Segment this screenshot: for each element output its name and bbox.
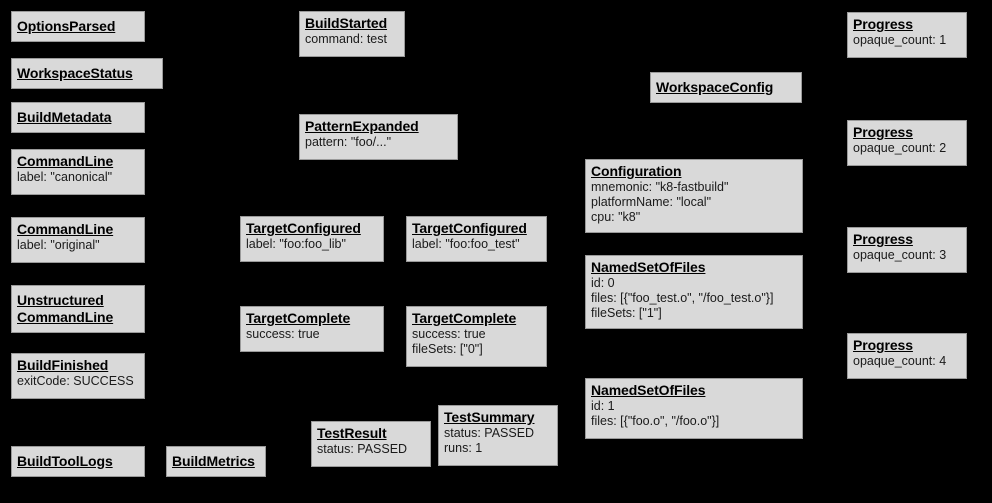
event-node-title: BuildMetrics [172,452,255,469]
event-node-field: label: "foo:foo_lib" [246,237,346,251]
event-node-title: TargetComplete [412,310,517,326]
event-node-title: BuildFinished [17,357,109,373]
event-node-title: BuildStarted [305,15,388,31]
event-node-unstructured-command-line[interactable]: Unstructured CommandLine [11,285,145,333]
event-node-options-parsed[interactable]: OptionsParsed [11,11,145,42]
event-node-workspace-config[interactable]: WorkspaceConfig [650,72,802,103]
event-node-title: BuildMetadata [17,108,112,125]
event-node-title: Progress [853,124,913,140]
event-node-title: TestSummary [444,409,535,425]
event-node-field: opaque_count: 1 [853,33,947,47]
event-node-field: id: 0 [591,276,615,290]
event-node-title: NamedSetOfFiles [591,382,706,398]
event-node-field: fileSets: ["0"] [412,342,483,356]
event-node-title: BuildToolLogs [17,452,113,469]
event-node-title: Progress [853,16,913,32]
event-node-title: TargetConfigured [246,220,361,236]
event-node-field: fileSets: ["1"] [591,306,662,320]
event-node-workspace-status[interactable]: WorkspaceStatus [11,58,163,89]
event-node-field: opaque_count: 3 [853,248,947,262]
event-node-field: id: 1 [591,399,615,413]
event-node-build-metrics[interactable]: BuildMetrics [166,446,266,477]
event-node-build-metadata[interactable]: BuildMetadata [11,102,145,133]
event-node-title: WorkspaceStatus [17,64,133,81]
event-node-field: files: [{"foo.o", "/foo.o"}] [591,414,720,428]
event-node-field: label: "canonical" [17,170,113,184]
event-node-field: exitCode: SUCCESS [17,374,134,388]
event-node-field: opaque_count: 2 [853,141,947,155]
event-node-field: cpu: "k8" [591,210,641,224]
event-node-title: CommandLine [17,153,114,169]
event-node-title: WorkspaceConfig [656,78,774,95]
event-node-field: label: "foo:foo_test" [412,237,520,251]
event-node-title: PatternExpanded [305,118,419,134]
event-node-title: Configuration [591,163,682,179]
event-node-field: mnemonic: "k8-fastbuild" [591,180,729,194]
event-node-field: status: PASSED [444,426,535,440]
event-node-field: files: [{"foo_test.o", "/foo_test.o"}] [591,291,774,305]
event-node-field: platformName: "local" [591,195,712,209]
event-node-field: status: PASSED [317,442,408,456]
event-node-title: TargetConfigured [412,220,527,236]
event-node-title: OptionsParsed [17,17,116,34]
event-node-field: pattern: "foo/..." [305,135,392,149]
event-node-title: TestResult [317,425,387,441]
event-node-field: runs: 1 [444,441,483,455]
event-node-build-tool-logs[interactable]: BuildToolLogs [11,446,145,477]
event-node-title: NamedSetOfFiles [591,259,706,275]
event-node-title: CommandLine [17,221,114,237]
event-node-field: label: "original" [17,238,100,252]
event-node-title: Progress [853,337,913,353]
event-node-field: opaque_count: 4 [853,354,947,368]
event-node-field: command: test [305,32,387,46]
event-node-title: Unstructured CommandLine [17,291,114,325]
event-node-title: TargetComplete [246,310,351,326]
event-node-field: success: true [246,327,320,341]
event-node-field: success: true [412,327,486,341]
event-node-title: Progress [853,231,913,247]
